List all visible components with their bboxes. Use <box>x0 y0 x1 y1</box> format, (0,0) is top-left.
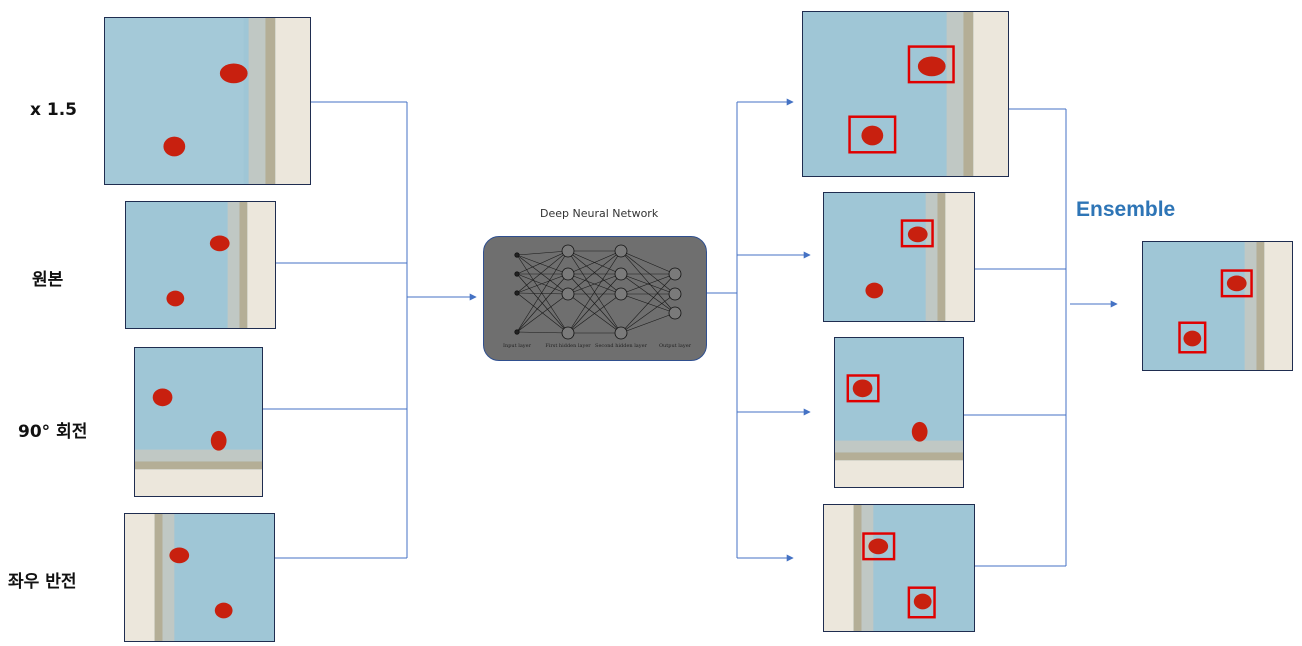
network-node <box>668 287 682 301</box>
network-node <box>561 244 575 258</box>
detection-box <box>1178 321 1207 354</box>
ladybug-icon <box>214 602 233 619</box>
detection-box <box>848 115 897 154</box>
ladybug-icon <box>166 290 185 307</box>
ladybug-icon <box>210 430 227 451</box>
label-scale: x 1.5 <box>30 100 77 120</box>
ladybug-icon <box>861 125 884 146</box>
layer-label-input: Input layer <box>503 343 532 349</box>
ladybug-icon <box>1226 275 1247 292</box>
layer-label-h2: Second hidden layer <box>595 343 648 349</box>
network-node <box>614 287 628 301</box>
image-rotated <box>134 347 263 497</box>
network-node <box>561 287 575 301</box>
ladybug-icon <box>852 379 873 398</box>
layer-label-output: Output layer <box>659 343 692 349</box>
ladybug-icon <box>1183 330 1202 347</box>
label-original: 원본 <box>32 270 64 290</box>
network-title: Deep Neural Network <box>540 207 659 220</box>
network-diagram: Input layer First hidden layer Second hi… <box>483 236 707 361</box>
ladybug-icon <box>917 56 946 77</box>
layer-label-h1: First hidden layer <box>545 343 591 349</box>
network-node <box>514 290 520 296</box>
ladybug-icon <box>907 226 928 243</box>
detection-scaled <box>802 11 1009 177</box>
detection-box <box>862 532 896 561</box>
detection-original <box>823 192 975 322</box>
ladybug-icon <box>209 235 230 252</box>
network-node <box>514 271 520 277</box>
detection-box <box>900 219 934 248</box>
network-node <box>614 326 628 340</box>
network-node <box>614 267 628 281</box>
network-node <box>561 326 575 340</box>
detection-box <box>1220 269 1253 298</box>
ladybug-icon <box>219 63 248 84</box>
network-node <box>668 267 682 281</box>
image-scaled <box>104 17 311 185</box>
image-original <box>125 201 276 329</box>
ensemble-result-image <box>1142 241 1293 371</box>
label-flip: 좌우 반전 <box>8 572 77 592</box>
detection-flipped <box>823 504 975 632</box>
network-node <box>514 329 520 335</box>
detection-rotated <box>834 337 964 488</box>
network-node <box>514 252 520 258</box>
ensemble-label: Ensemble <box>1076 198 1176 221</box>
ladybug-icon <box>169 547 190 564</box>
ladybug-icon <box>868 538 889 555</box>
label-rotate: 90° 회전 <box>18 422 88 442</box>
detection-box <box>907 45 955 84</box>
network-node <box>561 267 575 281</box>
ladybug-icon <box>163 136 186 157</box>
ladybug-icon <box>152 388 173 407</box>
network-node <box>614 244 628 258</box>
detection-box <box>907 586 936 619</box>
ladybug-icon <box>913 593 932 610</box>
network-node <box>668 306 682 320</box>
detection-box <box>846 374 880 403</box>
ladybug-icon <box>911 421 928 442</box>
image-flipped <box>124 513 275 642</box>
ladybug-icon <box>865 282 884 299</box>
